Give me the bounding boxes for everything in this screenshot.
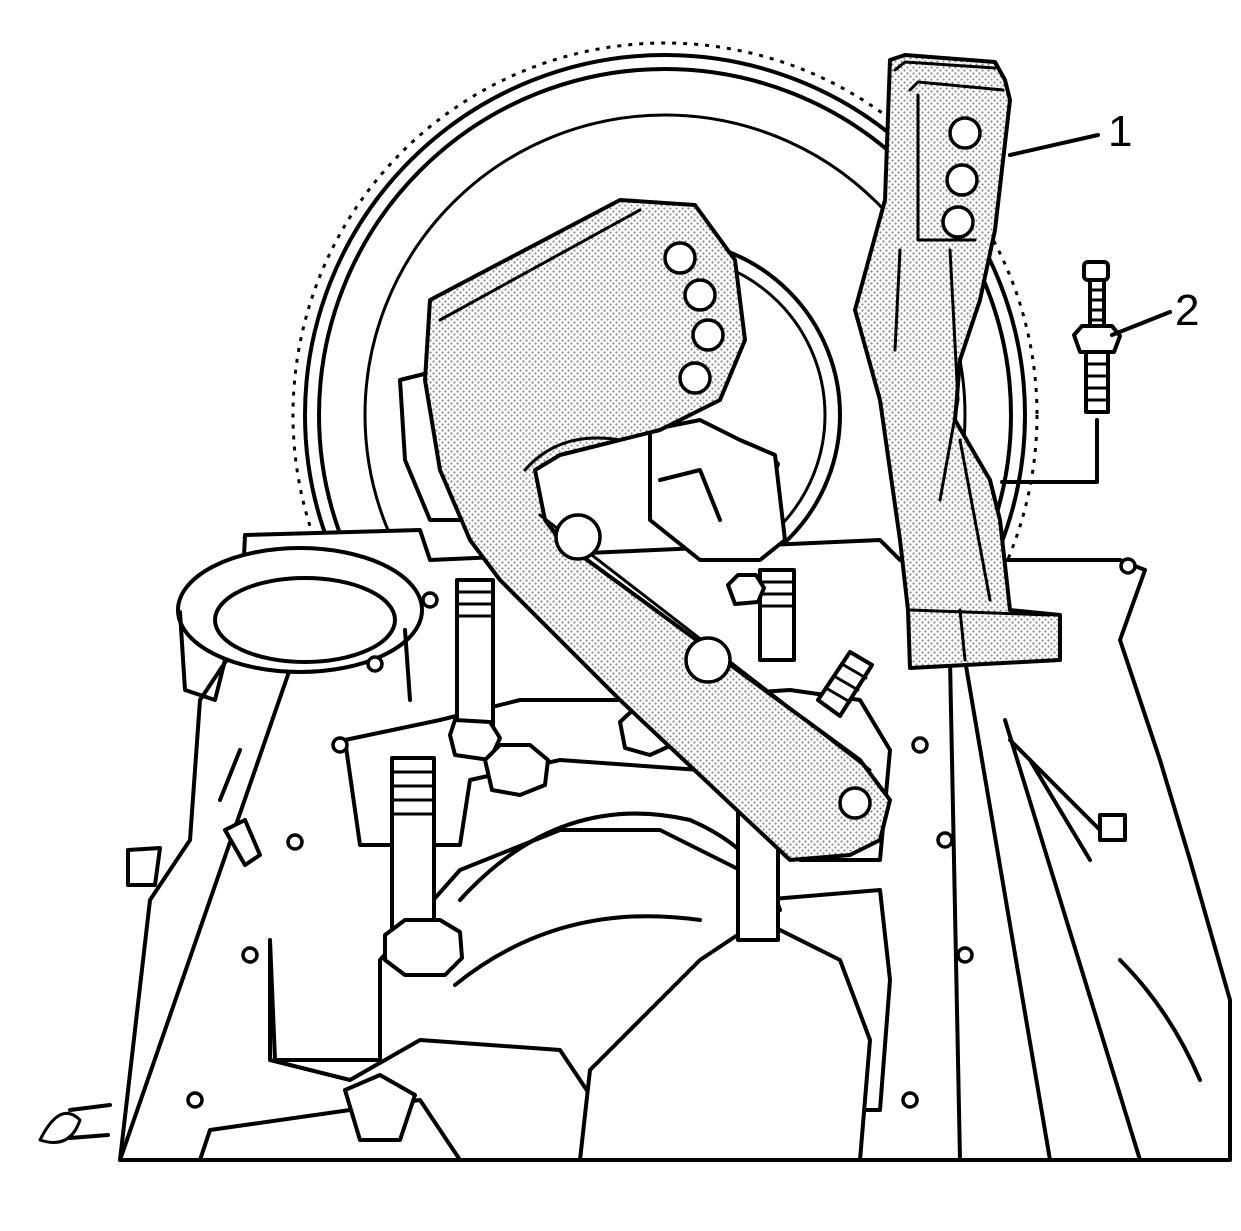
leader-lines [1000,133,1172,484]
callout-2-label: 2 [1175,286,1199,335]
tool-bracket [853,53,1137,670]
deck-holes [186,591,974,1109]
tool-mounting-bolt [1072,260,1122,414]
arm-holes [554,241,872,820]
flywheel-holding-tool-arm [423,198,892,862]
bracket-holes [941,116,1137,575]
callout-1-label: 1 [1108,107,1132,156]
